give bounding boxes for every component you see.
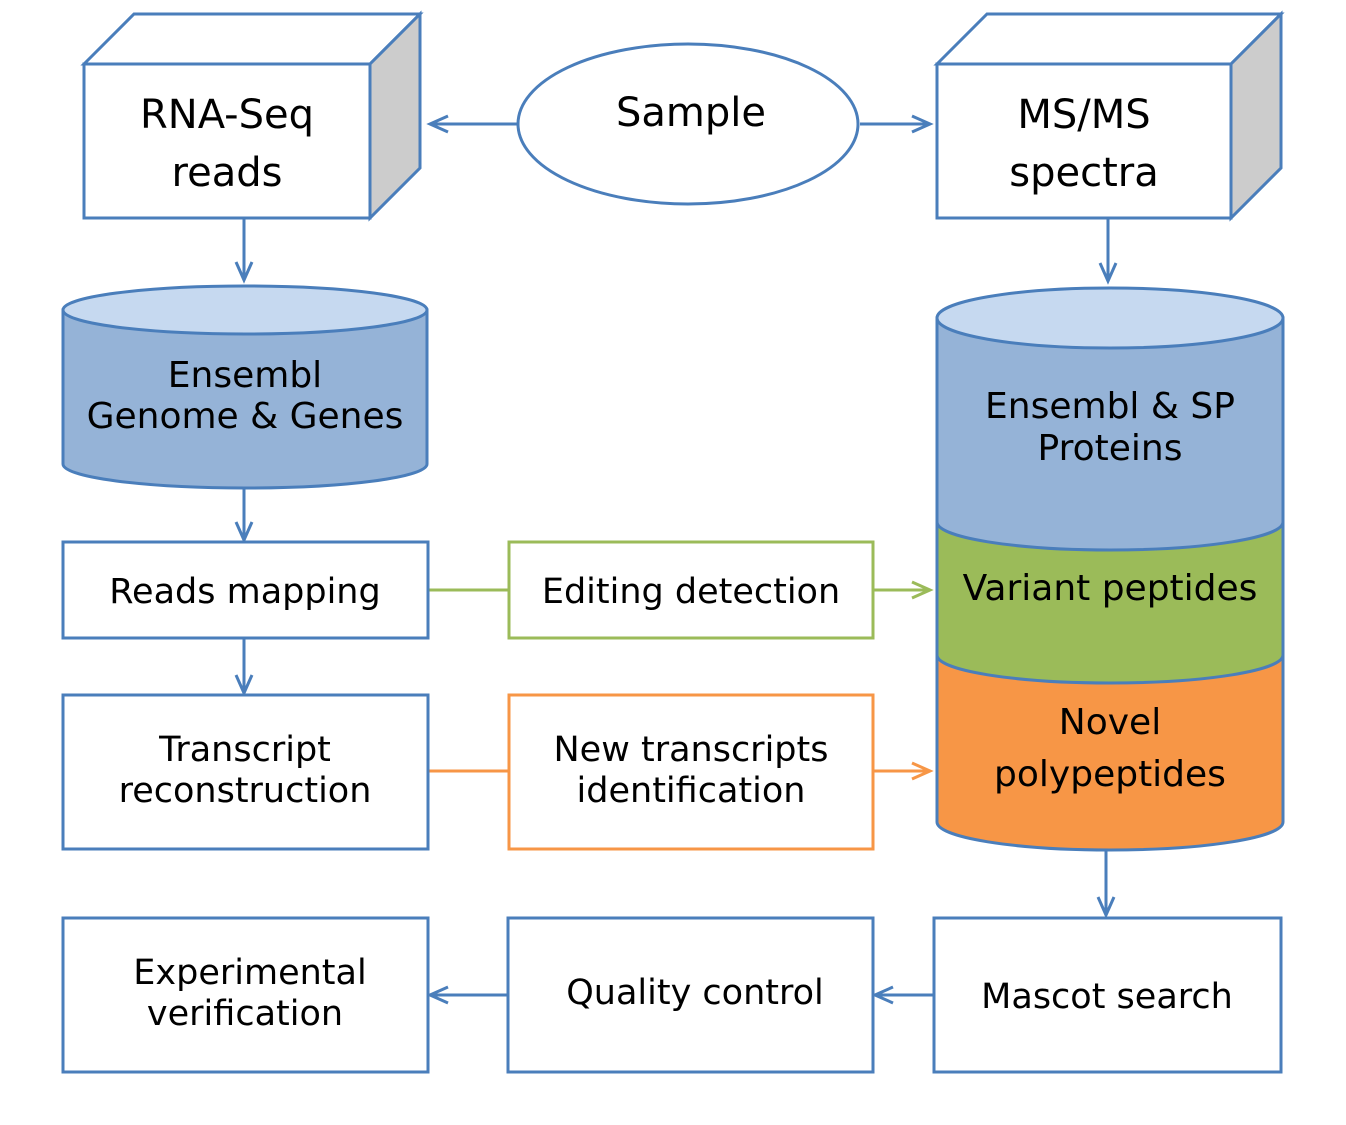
rnaseq-label-line2: reads	[172, 150, 283, 196]
protein-database: Ensembl & SP Proteins Variant peptides N…	[935, 286, 1285, 852]
sample-label: Sample	[616, 90, 766, 136]
msms-label-line2: spectra	[1009, 150, 1158, 196]
new-transcripts-node: New transcripts identification	[507, 693, 875, 851]
ensembl-genome-label-line2: Genome & Genes	[87, 396, 404, 437]
reads-mapping-label: Reads mapping	[109, 572, 380, 612]
transcript-reconstruction-label-line1: Transcript	[158, 730, 331, 770]
transcript-reconstruction-node: Transcript reconstruction	[61, 693, 430, 851]
ensembl-sp-label-line1: Ensembl & SP	[985, 386, 1235, 427]
mascot-search-node: Mascot search	[932, 916, 1283, 1074]
rnaseq-reads-node: RNA-Seq reads	[80, 10, 424, 222]
new-transcripts-label-line1: New transcripts	[554, 730, 829, 770]
ensembl-genome-label-line1: Ensembl	[168, 355, 322, 396]
novel-polypeptides-label-line2: polypeptides	[994, 754, 1226, 795]
new-transcripts-label-line2: identification	[577, 771, 806, 811]
transcript-reconstruction-label-line2: reconstruction	[119, 771, 372, 811]
quality-control-node: Quality control	[506, 916, 875, 1074]
variant-peptides-label: Variant peptides	[963, 568, 1258, 609]
editing-detection-node: Editing detection	[507, 540, 875, 640]
msms-spectra-node: MS/MS spectra	[933, 10, 1285, 222]
reads-mapping-node: Reads mapping	[61, 540, 430, 640]
novel-polypeptides-label-line1: Novel	[1059, 702, 1161, 743]
experimental-verification-label-line1: Experimental	[133, 953, 366, 993]
quality-control-label: Quality control	[566, 973, 824, 1013]
msms-label-line1: MS/MS	[1017, 92, 1150, 138]
sample-node: Sample	[516, 42, 860, 206]
rnaseq-label-line1: RNA-Seq	[140, 92, 314, 138]
experimental-verification-node: Experimental verification	[61, 916, 430, 1074]
mascot-search-label: Mascot search	[981, 977, 1233, 1017]
ensembl-sp-label-line2: Proteins	[1038, 428, 1183, 469]
experimental-verification-label-line2: verification	[147, 994, 343, 1034]
ensembl-genome-db: Ensembl Genome & Genes	[61, 284, 429, 490]
connectors	[234, 114, 1118, 1005]
editing-detection-label: Editing detection	[542, 572, 840, 612]
